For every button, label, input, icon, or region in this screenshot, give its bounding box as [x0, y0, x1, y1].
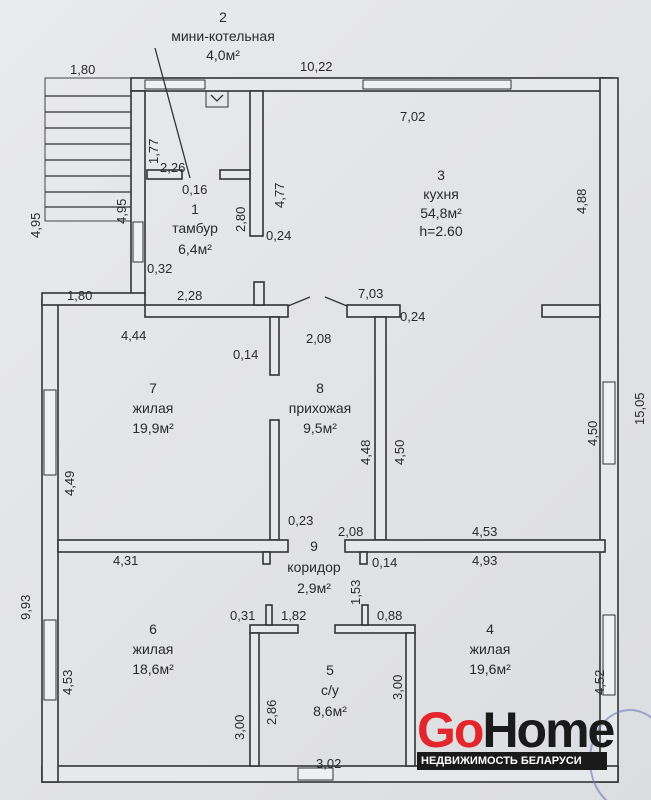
- room-area: 18,6м²: [132, 661, 174, 677]
- room-7-label: 7 жилая 19,9м²: [132, 380, 174, 436]
- dimension-label: 1,53: [348, 580, 363, 605]
- dimension-label: 4,95: [114, 199, 129, 224]
- dimension-label: 3,00: [390, 675, 405, 700]
- dimension-label: 2,86: [264, 700, 279, 725]
- room-number: 9: [310, 538, 318, 554]
- room-number: 5: [326, 662, 334, 678]
- stairs: [44, 77, 134, 222]
- dimension-label: 0,14: [372, 555, 397, 570]
- dimension-label: 4,93: [472, 553, 497, 568]
- dimension-label: 1,82: [281, 608, 306, 623]
- dimension-label: 0,88: [377, 608, 402, 623]
- room-area: 2,9м²: [297, 580, 331, 596]
- dimension-label: 2,08: [338, 524, 363, 539]
- dimension-label: 0,23: [288, 513, 313, 528]
- logo-home: Home: [482, 702, 615, 758]
- dimension-label: 4,48: [358, 440, 373, 465]
- dimension-label: 0,16: [182, 182, 207, 197]
- dimension-label: 2,28: [177, 288, 202, 303]
- room-name: коридор: [287, 559, 341, 575]
- room-4-label: 4 жилая 19,6м²: [469, 621, 511, 677]
- dimension-label: 4,44: [121, 328, 146, 343]
- dimension-label: 7,03: [358, 286, 383, 301]
- room-height: h=2.60: [419, 223, 462, 239]
- windows: [43, 79, 616, 781]
- gohome-watermark: GoHome НЕДВИЖИМОСТЬ БЕЛАРУСИ: [417, 705, 615, 770]
- dimension-label: 4,77: [272, 183, 287, 208]
- dimension-labels: 1,80 10,22 7,02 2,26 0,16 0,24 0,32 1,80…: [18, 59, 647, 771]
- room-number: 4: [486, 621, 494, 637]
- dimension-label: 0,24: [400, 309, 425, 324]
- room-number: 7: [149, 380, 157, 396]
- room-number: 1: [191, 201, 199, 217]
- dimension-label: 0,24: [266, 228, 291, 243]
- dimension-label: 9,93: [18, 595, 33, 620]
- room-area: 6,4м²: [178, 241, 212, 257]
- room-area: 4,0м²: [206, 47, 240, 63]
- dimension-label: 2,08: [306, 331, 331, 346]
- dimension-label: 0,14: [233, 347, 258, 362]
- room-area: 19,9м²: [132, 420, 174, 436]
- leader-line: [154, 47, 191, 179]
- room-5-label: 5 с/у 8,6м²: [313, 662, 347, 719]
- room-number: 3: [437, 167, 445, 183]
- room-name: тамбур: [172, 220, 218, 236]
- room-8-label: 8 прихожая 9,5м²: [289, 380, 351, 436]
- room-area: 54,8м²: [420, 205, 462, 221]
- dimension-label: 4,53: [472, 524, 497, 539]
- room-name: мини-котельная: [171, 28, 275, 44]
- dimension-label: 1,80: [67, 288, 92, 303]
- dimension-label: 1,77: [146, 139, 161, 164]
- room-area: 8,6м²: [313, 703, 347, 719]
- dimension-label: 4,53: [60, 670, 75, 695]
- room-number: 2: [219, 9, 227, 25]
- room-name: с/у: [321, 682, 339, 698]
- room-name: жилая: [133, 641, 174, 657]
- room-name: жилая: [470, 641, 511, 657]
- room-name: прихожая: [289, 400, 351, 416]
- dimension-label: 7,02: [400, 109, 425, 124]
- dimension-label: 0,32: [147, 261, 172, 276]
- dimension-label: 10,22: [300, 59, 333, 74]
- dimension-label: 4,88: [574, 189, 589, 214]
- logo-go: Go: [417, 702, 484, 758]
- dimension-label: 4,31: [113, 553, 138, 568]
- doors: [287, 296, 348, 307]
- watermark-tagline: НЕДВИЖИМОСТЬ БЕЛАРУСИ: [417, 752, 607, 770]
- room-area: 9,5м²: [303, 420, 337, 436]
- dimension-label: 3,00: [232, 715, 247, 740]
- dimension-label: 3,02: [316, 756, 341, 771]
- room-name: жилая: [133, 400, 174, 416]
- room-area: 19,6м²: [469, 661, 511, 677]
- room-9-label: 9 коридор 2,9м²: [287, 538, 341, 596]
- watermark-logo: GoHome: [417, 705, 615, 755]
- dimension-label: 4,50: [585, 421, 600, 446]
- dimension-label: 2,26: [160, 160, 185, 175]
- room-2-label: 2 мини-котельная 4,0м²: [171, 9, 275, 63]
- dimension-label: 4,50: [392, 440, 407, 465]
- room-name: кухня: [423, 186, 459, 202]
- room-number: 6: [149, 621, 157, 637]
- dimension-label: 0,31: [230, 608, 255, 623]
- dimension-label: 4,52: [592, 670, 607, 695]
- dimension-label: 1,80: [70, 62, 95, 77]
- dimension-label: 4,95: [28, 213, 43, 238]
- dimension-label: 4,49: [62, 471, 77, 496]
- room-3-label: 3 кухня 54,8м² h=2.60: [419, 167, 462, 239]
- dimension-label: 2,80: [233, 207, 248, 232]
- room-1-label: 1 тамбур 6,4м²: [172, 201, 218, 257]
- room-number: 8: [316, 380, 324, 396]
- room-6-label: 6 жилая 18,6м²: [132, 621, 174, 677]
- dimension-label: 15,05: [632, 392, 647, 425]
